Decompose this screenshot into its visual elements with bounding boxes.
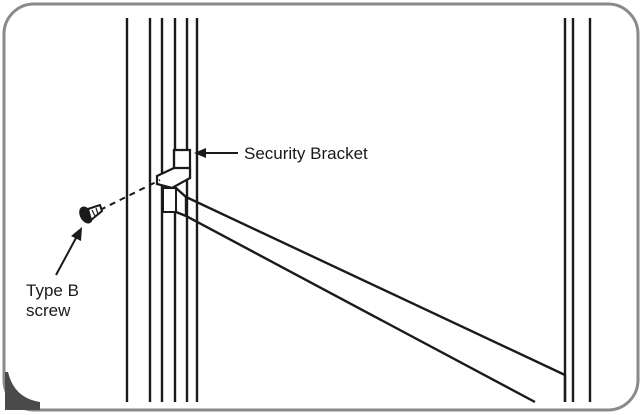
diagonal-brace <box>175 187 567 404</box>
screw-label-line1: Type B <box>26 281 79 300</box>
right-frame-rails <box>563 18 592 402</box>
screw-icon <box>79 203 104 224</box>
brace-end-block <box>162 187 177 213</box>
screw-callout-arrow <box>55 227 82 276</box>
security-bracket-label: Security Bracket <box>244 144 368 163</box>
corner-shade <box>5 372 40 410</box>
bracket-callout-arrow <box>194 148 238 158</box>
security-bracket <box>155 148 192 190</box>
screw-path-dashed <box>99 179 161 211</box>
screw-label-line2: screw <box>26 301 71 320</box>
